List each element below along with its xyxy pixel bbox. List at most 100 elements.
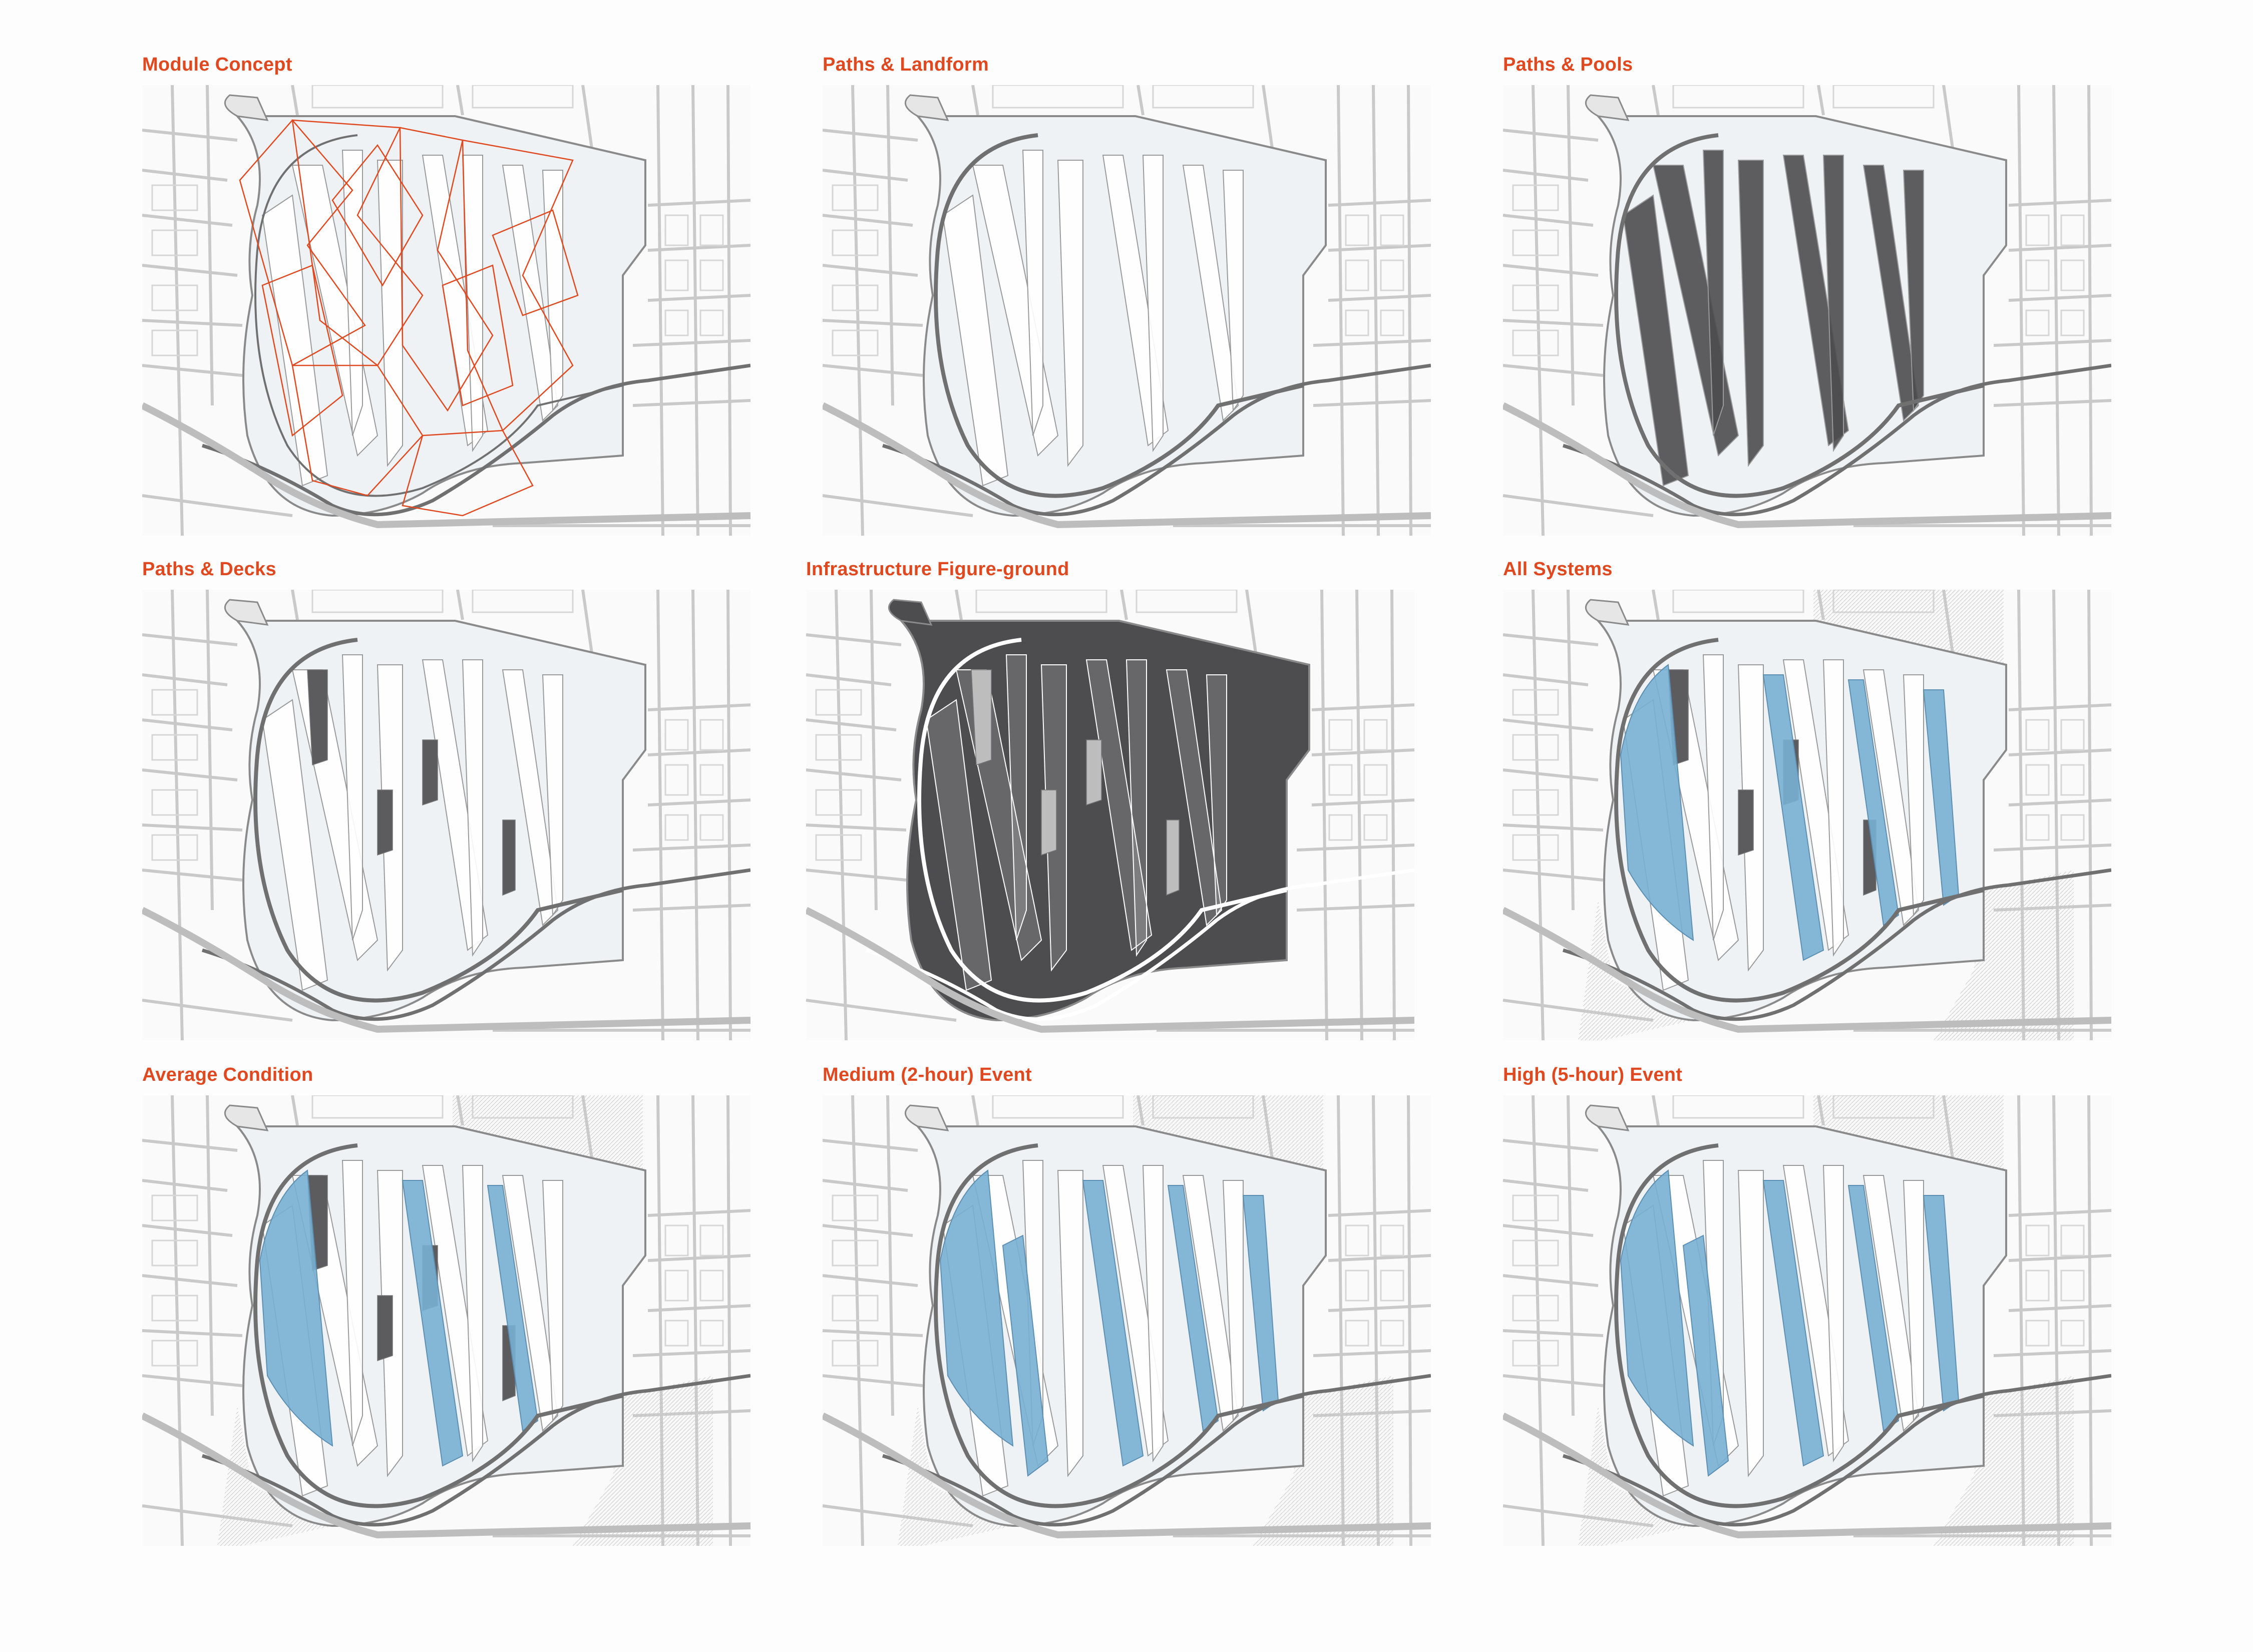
panel-title: Paths & Decks — [142, 559, 276, 580]
site-plan-diagram — [823, 1095, 1431, 1546]
stadium-corner — [224, 1104, 269, 1131]
loop-path — [201, 1374, 750, 1527]
hatched-district — [898, 1406, 1013, 1546]
landform-strip — [1222, 1180, 1244, 1423]
city-blocks — [815, 590, 1388, 861]
ring-path — [253, 638, 623, 1003]
landform-strip — [1057, 1170, 1083, 1477]
landform-strip — [502, 1175, 559, 1432]
rail-corridor — [142, 402, 750, 529]
city-blocks — [151, 85, 724, 356]
panel-title: High (5-hour) Event — [1503, 1064, 1683, 1085]
landform-strip — [502, 165, 559, 422]
landform-strip — [1142, 1165, 1164, 1463]
panel-title: All Systems — [1503, 559, 1613, 580]
module-outline — [291, 364, 424, 497]
hatched-district — [1578, 1406, 1693, 1546]
loop-path — [1562, 1374, 2111, 1527]
ring-path — [1614, 638, 1984, 1003]
site-plan-diagram — [142, 590, 750, 1040]
deck — [1738, 789, 1754, 856]
ring-path — [253, 1143, 623, 1508]
module-outlines — [239, 119, 579, 517]
landform-strip — [542, 674, 563, 917]
hatched-district — [1934, 870, 2074, 1040]
landform-strip — [1005, 654, 1027, 941]
water-pool — [1762, 1180, 1824, 1467]
stadium-corner — [888, 599, 933, 626]
landform-strip — [341, 150, 363, 436]
landform-strip — [1182, 165, 1239, 422]
hatched-district — [1253, 1376, 1393, 1546]
rail-corridor — [142, 907, 750, 1033]
landform-strip — [1737, 1170, 1764, 1477]
panel-title: Module Concept — [142, 54, 292, 75]
hatched-district — [1934, 1376, 2074, 1546]
module-outline — [331, 144, 424, 287]
ring-path — [917, 638, 1287, 1003]
deck — [307, 669, 328, 766]
city-blocks — [151, 590, 724, 861]
panel-title: Paths & Landform — [823, 54, 989, 75]
rail-corridor — [806, 907, 1414, 1033]
landform-strip — [1822, 1165, 1844, 1463]
deck — [971, 669, 992, 766]
water-pool — [1847, 1185, 1900, 1432]
deck — [1041, 789, 1057, 856]
landform-strip — [341, 654, 363, 941]
landform-strip — [942, 194, 1009, 487]
ring-path — [934, 133, 1304, 498]
landform-strip — [261, 699, 328, 991]
site-plan-diagram — [1503, 590, 2111, 1040]
hatched-district — [217, 1406, 332, 1546]
rail-corridor — [823, 402, 1431, 529]
city-blocks — [832, 85, 1404, 356]
deck — [502, 819, 516, 896]
landform-strip — [1903, 674, 1924, 917]
hatched-district — [1813, 590, 2004, 665]
water-pool — [259, 1169, 333, 1447]
landform-strip — [1085, 659, 1153, 951]
landform-strip — [1903, 170, 1924, 412]
module-outline — [462, 139, 574, 432]
stadium-corner — [1585, 1104, 1630, 1131]
stadium-corner — [1585, 599, 1630, 626]
stadium-corner — [224, 599, 269, 626]
water-pool — [1002, 1234, 1049, 1477]
deck — [377, 789, 393, 856]
loop-path — [865, 868, 1414, 1021]
landform-strip — [1125, 659, 1147, 957]
rail-corridor — [142, 1412, 750, 1539]
hatched-district — [1813, 1095, 2004, 1170]
landform-strip — [341, 1160, 363, 1446]
landform-strip — [1702, 654, 1724, 941]
landform-strip — [462, 659, 483, 957]
street-grid — [142, 590, 750, 1040]
water-pool — [1762, 674, 1824, 961]
water-pool — [1167, 1185, 1219, 1432]
stadium-corner — [905, 94, 949, 121]
water-pool — [1082, 1180, 1144, 1467]
landform-strip — [1903, 1180, 1924, 1423]
water-pool — [402, 1180, 464, 1467]
panel-title: Infrastructure Figure-ground — [806, 559, 1069, 580]
city-blocks — [832, 1095, 1404, 1367]
landform-strip — [1206, 674, 1227, 917]
rail-corridor — [1503, 907, 2111, 1033]
stadium-corner — [224, 94, 269, 121]
landform-strip — [1057, 160, 1083, 467]
landform-strip — [1702, 150, 1724, 436]
landform-strip — [502, 669, 559, 927]
rail-corridor — [823, 1412, 1431, 1539]
landform-strip — [1737, 160, 1764, 467]
landform-strip — [1862, 669, 1920, 927]
hatched-district — [1578, 900, 1693, 1040]
site-plan-diagram — [1503, 1095, 2111, 1546]
landform-strip — [1622, 194, 1689, 487]
hatched-district — [453, 1095, 643, 1170]
deck — [422, 739, 438, 806]
landform-strip — [925, 699, 992, 991]
panel-title: Average Condition — [142, 1064, 313, 1085]
loop-path — [201, 363, 750, 517]
landform-strip — [1222, 170, 1244, 412]
